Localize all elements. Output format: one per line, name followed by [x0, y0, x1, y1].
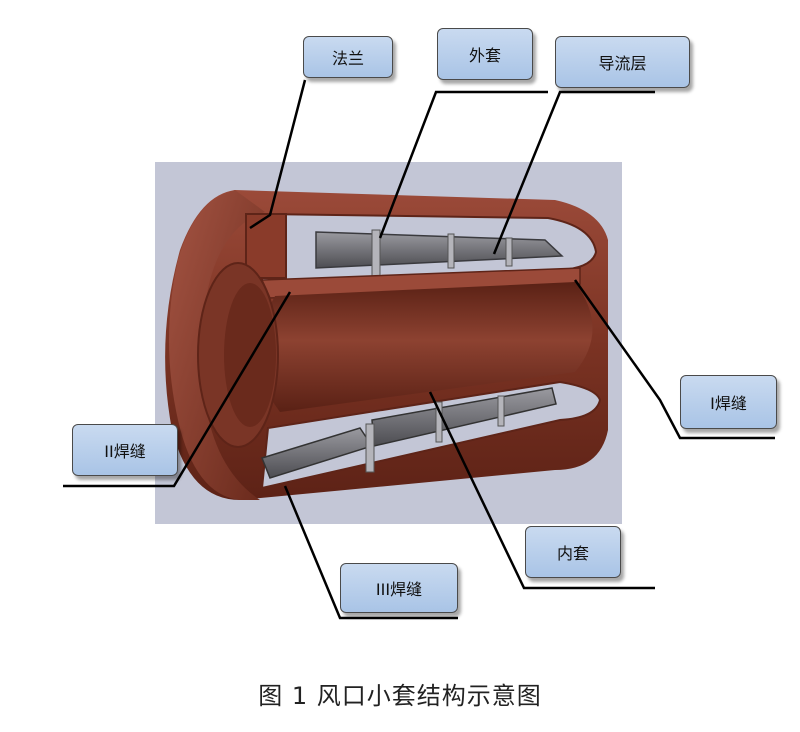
lower-rib	[365, 423, 375, 473]
label-outer-sleeve: 外套	[437, 28, 533, 80]
label-flange: 法兰	[303, 36, 393, 78]
bore	[258, 282, 593, 412]
figure-caption: 图 1 风口小套结构示意图	[258, 682, 542, 710]
flange-block	[245, 213, 287, 279]
weld-1-leader	[573, 279, 775, 440]
lower-rib	[497, 395, 505, 427]
bore-opening-inner	[224, 283, 276, 427]
inner-sleeve-leader	[428, 391, 655, 590]
label-inner-sleeve: 内套	[525, 526, 621, 578]
outer-sleeve-leader	[378, 90, 548, 239]
guide-layer-leader	[492, 90, 655, 255]
weld-3-leader	[283, 485, 458, 620]
flange-leader	[249, 79, 307, 230]
label-weld-1: I焊缝	[680, 375, 777, 429]
label-weld-2: II焊缝	[72, 424, 178, 476]
upper-rib	[371, 229, 381, 277]
upper-rib	[447, 233, 455, 269]
upper-rib	[505, 237, 513, 267]
label-guide-layer: 导流层	[555, 36, 690, 88]
leader-lines	[63, 79, 775, 620]
weld-2-leader	[63, 291, 292, 488]
front-face	[169, 190, 265, 500]
lower-rib	[435, 401, 443, 443]
label-weld-3: III焊缝	[340, 563, 458, 613]
